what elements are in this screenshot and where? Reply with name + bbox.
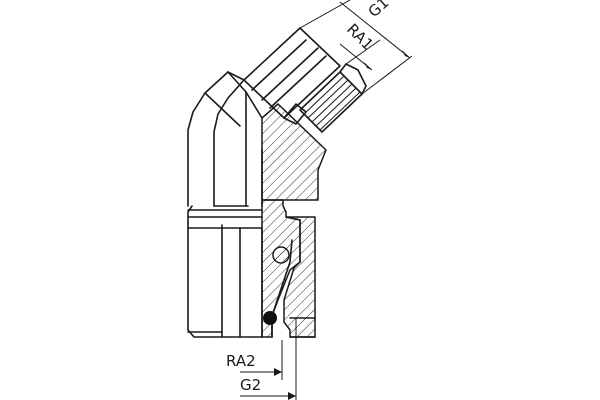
thread-spigot	[299, 63, 367, 133]
label-ra1: RA1	[343, 20, 377, 54]
lower-body	[187, 205, 263, 338]
elbow-section	[261, 103, 327, 207]
upper-nut	[243, 27, 341, 125]
dimension-lines	[240, 0, 413, 400]
upper-o-ring	[272, 246, 290, 264]
lower-o-ring	[263, 311, 277, 325]
label-ra2: RA2	[226, 352, 256, 370]
nut-section	[261, 199, 316, 338]
seal-rings	[263, 246, 290, 325]
label-g2: G2	[240, 376, 261, 394]
elbow-body	[187, 71, 263, 207]
label-g1: G1	[365, 0, 393, 21]
